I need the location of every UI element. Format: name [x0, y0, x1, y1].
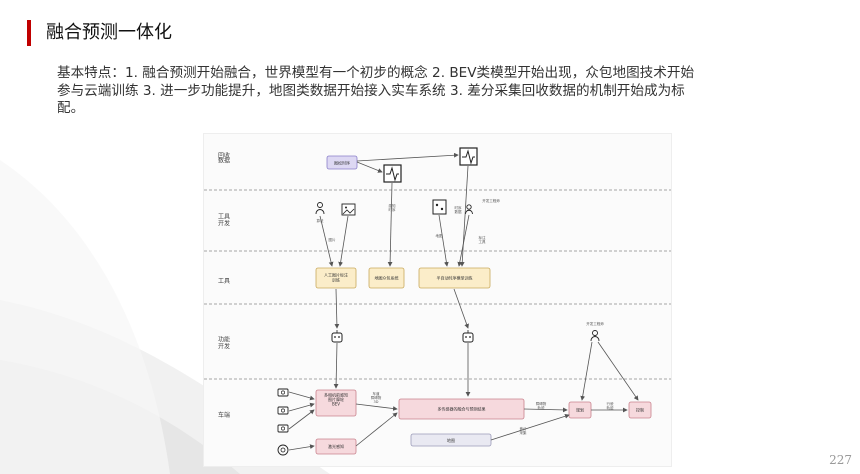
label-diff: 差分采集 — [520, 426, 528, 435]
pipeline-svg: 回收数据 工具开发 工具 功能开发 车端 图松时序 人工图片标注训练 地图众包系… — [204, 147, 671, 456]
node-map-crowdsource — [368, 267, 405, 289]
waveform-icon — [459, 147, 478, 166]
node-map-crowdsource-text: 地图众包系统 — [375, 275, 399, 281]
description-line: 基本特点：1. 融合预测开始融合，世界模型有一个初步的概念 2. BEV类模型开… — [57, 65, 695, 81]
user-icon — [465, 204, 473, 215]
label-label-tool: 标注工具 — [479, 235, 487, 244]
node-control — [628, 401, 652, 419]
map-pin-icon — [432, 199, 447, 215]
robot-icon — [462, 330, 474, 343]
label-sensor: 感知时序 — [389, 203, 397, 212]
camera-icon — [277, 424, 289, 433]
image-icon — [341, 203, 356, 216]
node-bev — [315, 389, 357, 417]
node-manual-label-text: 人工图片标注训练 — [324, 272, 348, 283]
title-accent-bar — [27, 20, 31, 46]
node-control-text: 控制 — [636, 407, 644, 413]
node-lidar-text: 激光感知 — [328, 443, 344, 449]
node-planning-text: 规划 — [576, 407, 584, 413]
fusion-pipeline-diagram: 回收数据 工具开发 工具 功能开发 车端 图松时序 人工图片标注训练 地图众包系… — [203, 133, 672, 467]
node-manual-label — [315, 267, 357, 289]
node-lidar — [315, 438, 357, 455]
node-semi-auto-text: 半自动时序模型训练 — [437, 275, 473, 281]
lane-label-tool: 工具 — [218, 278, 230, 285]
node-time-seq-label: 图松时序 — [334, 160, 350, 166]
user-icon — [590, 330, 600, 342]
camera-icon — [277, 388, 289, 397]
connectors — [288, 152, 639, 451]
label-dev-engineer: 开发工程师 — [482, 198, 500, 203]
lane-label-tool-dev: 工具开发 — [218, 214, 230, 228]
camera-icon — [277, 406, 289, 415]
description-paragraph: 基本特点：1. 融合预测开始融合，世界模型有一个初步的概念 2. BEV类模型开… — [57, 65, 817, 118]
label-dev-engineer2: 开发工程师 — [586, 321, 604, 326]
node-time-seq — [326, 155, 358, 170]
description-line: 参与云端训练 3. 进一步功能提升，地图类数据开始接入实车系统 3. 差分采集回… — [57, 82, 685, 99]
label-obstacle: 障碍物轨迹 — [536, 401, 547, 410]
label-map-tool: 地图 — [436, 233, 444, 238]
label-ai: 算法 — [317, 218, 325, 223]
label-image: 图片 — [329, 237, 337, 242]
lidar-icon — [277, 444, 289, 456]
node-semi-auto — [418, 267, 491, 289]
node-map-text: 地图 — [447, 437, 455, 443]
user-icon — [315, 202, 325, 215]
label-traj: 行驶轨迹 — [607, 401, 615, 410]
lane-label-func-dev: 功能开发 — [218, 336, 230, 351]
lane-dividers — [204, 189, 671, 380]
description-line: 配。 — [57, 100, 85, 116]
page-number: 227 — [829, 453, 852, 467]
node-fusion-pred-text: 多传感器的融合与预测结果 — [438, 406, 486, 412]
waveform-icon — [383, 164, 402, 183]
page-title: 融合预测一体化 — [46, 22, 172, 43]
lane-label-car: 车端 — [218, 411, 230, 419]
lane-label-recycle: 回收数据 — [218, 152, 230, 165]
label-time-data: 时序数据 — [455, 205, 463, 214]
robot-icon — [331, 330, 343, 343]
